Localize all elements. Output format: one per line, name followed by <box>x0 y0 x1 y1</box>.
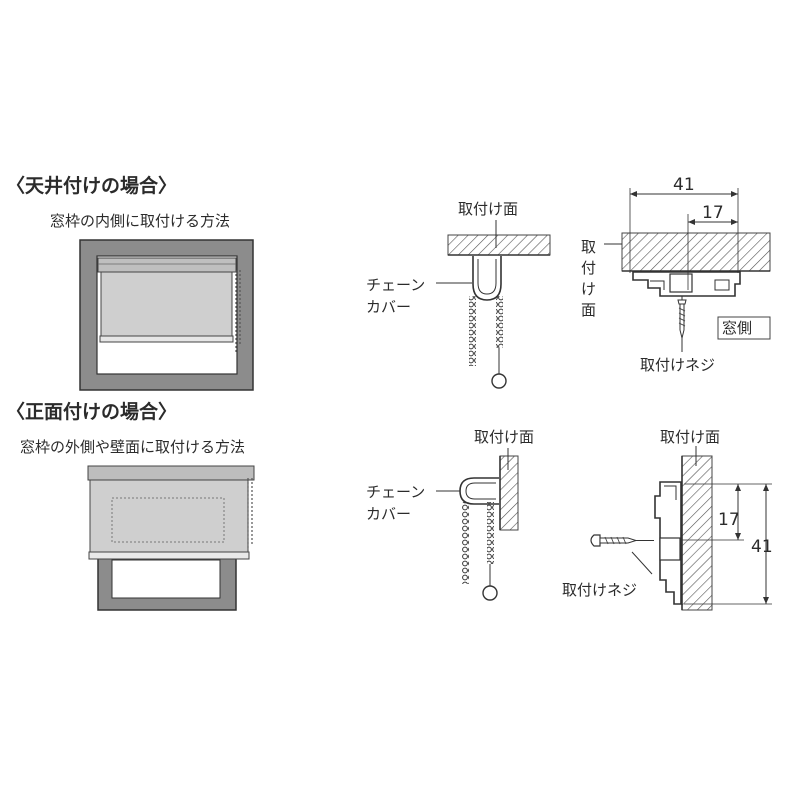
ceiling-mount-surface-label: 取付け面 <box>458 200 518 218</box>
front-dim-height: 41 <box>751 537 773 557</box>
ceiling-window-side-label: 窓側 <box>722 319 752 337</box>
ceiling-vertical-label-2: 付 <box>581 259 596 277</box>
ceiling-dim-width: 41 <box>673 175 695 195</box>
front-bracket-section <box>590 446 772 611</box>
ceiling-heading: 〈天井付けの場合〉 <box>6 174 177 197</box>
ceiling-chain-cover-detail <box>436 220 551 389</box>
front-subheading: 窓枠の外側や壁面に取付ける方法 <box>20 438 245 456</box>
front-chain-cover-label-1: チェーン <box>366 483 425 501</box>
ceiling-screw-label: 取付けネジ <box>640 356 715 374</box>
front-screw-label: 取付けネジ <box>562 581 637 599</box>
ceiling-chain-cover-label-2: カバー <box>366 298 411 316</box>
front-mount-surface-label-1: 取付け面 <box>474 428 534 446</box>
front-mount-surface-label-2: 取付け面 <box>660 428 720 446</box>
front-window-illustration <box>87 465 255 611</box>
ceiling-vertical-label-4: 面 <box>581 301 596 319</box>
front-heading: 〈正面付けの場合〉 <box>6 400 177 423</box>
ceiling-chain-cover-label-1: チェーン <box>366 276 425 294</box>
ceiling-window-illustration <box>79 239 254 391</box>
ceiling-dim-offset: 17 <box>702 203 724 223</box>
ceiling-vertical-label-3: け <box>581 280 596 298</box>
ceiling-bracket-section <box>604 188 771 352</box>
front-chain-cover-label-2: カバー <box>366 505 411 523</box>
ceiling-vertical-label-1: 取 <box>581 238 596 256</box>
ceiling-subheading: 窓枠の内側に取付ける方法 <box>50 212 230 230</box>
front-chain-cover-detail <box>436 448 519 601</box>
front-dim-offset: 17 <box>718 510 740 530</box>
